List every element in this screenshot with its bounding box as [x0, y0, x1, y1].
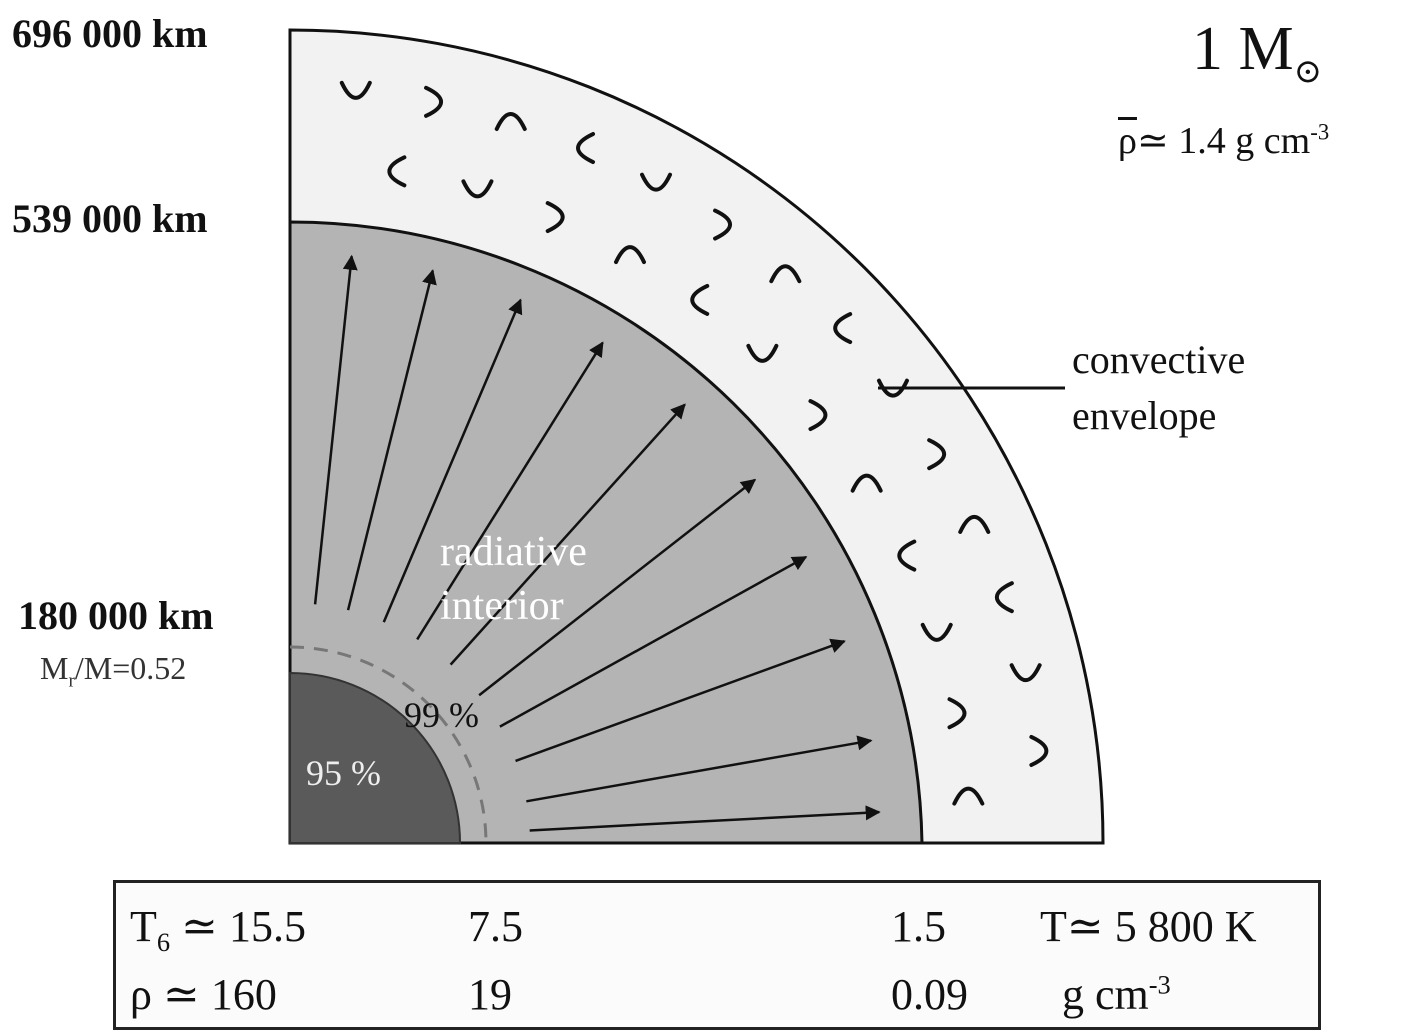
row1-label-sub: 6: [156, 926, 171, 957]
convection-swirl: [1029, 734, 1049, 767]
convection-swirl: [876, 378, 909, 398]
radiative-arrow: [449, 403, 686, 666]
row1-label-text: T: [130, 902, 157, 951]
convection-swirl: [952, 786, 985, 806]
convection-swirl: [494, 112, 527, 131]
row2-unit-text: g cm: [1062, 970, 1149, 1019]
convective-label-line2: envelope: [1072, 393, 1217, 438]
row1-label: T6 ≃ 15.5: [130, 901, 306, 958]
row2-label-text: ρ: [130, 970, 152, 1019]
core-mass-ratio-tail: /M=0.52: [74, 650, 187, 686]
radiative-arrow: [499, 555, 808, 728]
sun-structure-diagram: [288, 28, 1105, 845]
convection-swirl: [833, 312, 853, 345]
row2-center-value: ≃ 160: [162, 970, 277, 1019]
row1-value-2: 7.5: [468, 902, 523, 951]
convection-swirl: [958, 514, 991, 534]
convection-swirl: [769, 264, 802, 284]
convection-swirl: [387, 155, 407, 188]
convection-swirl: [690, 283, 710, 316]
radiative-arrow: [346, 269, 437, 611]
convection-swirl: [897, 539, 917, 572]
mean-density-value: ≃ 1.4 g cm: [1136, 120, 1311, 162]
values-table: T6 ≃ 15.5 7.5 1.5 T≃ 5 800 K ρ ≃ 160 19 …: [113, 880, 1321, 1030]
radiative-arrow: [529, 805, 881, 832]
row2-label: ρ ≃ 160: [130, 969, 277, 1020]
radiative-arrows: [313, 254, 881, 832]
core-mass-ratio-m: M: [40, 650, 69, 686]
core-mass-ratio-label: Mr/M=0.52: [40, 650, 186, 692]
convection-swirl: [640, 172, 673, 192]
row2-unit: g cm-3: [1062, 969, 1171, 1020]
radiative-arrow: [313, 254, 358, 605]
mass-label: 1 M⊙: [1192, 14, 1322, 91]
solar-symbol-icon: ⊙: [1293, 53, 1323, 91]
radius-core-label: 180 000 km: [18, 593, 214, 638]
radius-envelope-base-label: 539 000 km: [12, 196, 208, 241]
convection-swirl: [339, 80, 372, 100]
convection-swirl: [947, 697, 967, 730]
radiative-label-line2: interior: [440, 583, 564, 629]
mean-density-exponent: -3: [1310, 119, 1330, 145]
row1-value-3: 1.5: [891, 902, 946, 951]
radiative-arrow: [478, 478, 757, 697]
radiative-label-line1: radiative: [440, 529, 587, 575]
convection-swirl: [424, 85, 443, 118]
convection-swirl: [927, 438, 947, 471]
convection-swirl: [614, 245, 646, 265]
radiative-interior-region: [288, 220, 924, 845]
radiative-arrow: [416, 341, 604, 641]
convection-swirl: [920, 622, 953, 642]
row2-value-3: 0.09: [891, 970, 968, 1019]
radiative-arrow: [515, 638, 846, 763]
mean-density-symbol: ρ: [1118, 120, 1137, 162]
radiative-arrow: [526, 735, 873, 803]
core-percent-label: 95 %: [306, 753, 381, 793]
convection-swirl: [1009, 663, 1042, 683]
row2-unit-exp: -3: [1148, 969, 1171, 1000]
core-region: [289, 671, 462, 844]
convection-swirl: [746, 343, 779, 363]
row1-surface-temp: T≃ 5 800 K: [1040, 902, 1257, 951]
convection-swirls: [339, 80, 1049, 806]
row2-value-2: 19: [468, 970, 512, 1019]
mean-density-label: ρ≃ 1.4 g cm-3: [1118, 118, 1329, 163]
convection-swirl: [545, 201, 565, 234]
inner-percent-label: 99 %: [404, 695, 479, 735]
convection-swirl: [850, 473, 883, 493]
convection-swirl: [576, 132, 596, 165]
radius-outer-label: 696 000 km: [12, 11, 208, 56]
mass-main: 1 M: [1192, 15, 1294, 83]
convective-label-line1: convective: [1072, 337, 1246, 382]
convection-swirl: [713, 208, 732, 241]
radiative-arrow: [382, 298, 523, 623]
convection-swirl: [461, 179, 494, 199]
boundary-99-percent: [289, 645, 488, 844]
row1-center-value: ≃ 15.5: [181, 902, 306, 951]
core-mass-ratio-sub: r: [68, 670, 75, 692]
convection-swirl: [808, 399, 828, 432]
convection-swirl: [994, 581, 1014, 614]
